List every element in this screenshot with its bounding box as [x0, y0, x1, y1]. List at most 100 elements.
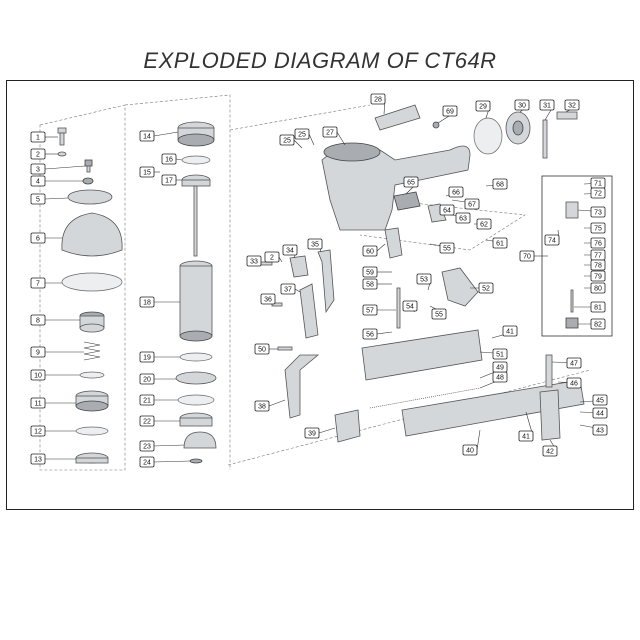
callout-p48[interactable]: 48: [479, 371, 508, 389]
callout-p58[interactable]: 58: [362, 278, 392, 290]
callout-p9[interactable]: 9: [30, 346, 84, 358]
callout-p74[interactable]: 74: [544, 229, 560, 246]
callout-p73[interactable]: 73: [577, 206, 606, 218]
part-1-bolt[interactable]: [57, 127, 67, 146]
callout-p29[interactable]: 29: [475, 100, 491, 119]
callout-p81[interactable]: 81: [574, 301, 606, 313]
part-2-washer[interactable]: [57, 151, 67, 157]
callout-p24[interactable]: 24: [139, 456, 191, 468]
callout-p15[interactable]: 15: [139, 166, 160, 178]
callout-p7[interactable]: 7: [30, 277, 62, 289]
callout-p77[interactable]: 77: [584, 249, 606, 261]
part-37-trigger[interactable]: [299, 283, 319, 339]
callout-p19[interactable]: 19: [139, 351, 180, 363]
part-30-end-cap[interactable]: [505, 111, 531, 145]
part-48-spring[interactable]: [369, 387, 481, 409]
callout-p75[interactable]: 75: [584, 222, 606, 234]
callout-p78[interactable]: 78: [584, 259, 606, 271]
callout-p50[interactable]: 50: [254, 343, 278, 355]
part-6-top-cover[interactable]: [61, 212, 123, 257]
callout-p2[interactable]: 2: [30, 148, 58, 160]
part-60-guide[interactable]: [384, 227, 403, 259]
callout-p72[interactable]: 72: [583, 187, 606, 199]
part-57-rod[interactable]: [396, 287, 401, 329]
part-50-screw[interactable]: [277, 346, 293, 351]
callout-p6[interactable]: 6: [30, 232, 62, 244]
callout-p2b[interactable]: 2: [264, 251, 283, 263]
callout-p42[interactable]: 42: [542, 439, 558, 457]
part-31-clip[interactable]: [542, 119, 548, 159]
part-69-plug[interactable]: [432, 121, 440, 129]
part-4-nut[interactable]: [82, 177, 94, 185]
callout-p67[interactable]: 67: [451, 198, 480, 210]
callout-p13[interactable]: 13: [30, 453, 76, 465]
callout-p34[interactable]: 34: [282, 244, 298, 259]
callout-p11[interactable]: 11: [30, 397, 76, 409]
part-38-safety[interactable]: [284, 354, 320, 419]
callout-p21[interactable]: 21: [139, 394, 178, 406]
part-13-ring[interactable]: [75, 452, 109, 464]
callout-p17[interactable]: 17: [161, 174, 182, 186]
part-7-gasket[interactable]: [61, 272, 123, 292]
callout-p33[interactable]: 33: [246, 255, 262, 267]
callout-p28[interactable]: 28: [370, 93, 386, 115]
part-36-screw[interactable]: [271, 302, 283, 307]
callout-p51[interactable]: 51: [479, 348, 508, 360]
callout-p22[interactable]: 22: [139, 415, 180, 427]
part-22-bumper[interactable]: [179, 412, 213, 427]
callout-p1[interactable]: 1: [30, 131, 58, 143]
part-73-trigger-valve[interactable]: [565, 201, 579, 219]
callout-p66[interactable]: 66: [445, 186, 464, 198]
callout-p56[interactable]: 56: [362, 328, 393, 340]
callout-p39[interactable]: 39: [304, 427, 336, 439]
part-18-cylinder[interactable]: [179, 260, 213, 342]
callout-p54[interactable]: 54: [402, 300, 418, 313]
part-24-washer[interactable]: [189, 458, 203, 464]
part-81-stem[interactable]: [570, 289, 574, 313]
callout-p76[interactable]: 76: [584, 237, 606, 249]
part-40-magazine-base[interactable]: [401, 379, 585, 437]
part-32-air-fitting[interactable]: [556, 111, 578, 120]
callout-p25b[interactable]: 25: [294, 128, 315, 146]
part-35-lever[interactable]: [317, 249, 335, 314]
callout-p5[interactable]: 5: [30, 193, 69, 205]
callout-p14[interactable]: 14: [139, 130, 179, 142]
part-11-piston-head[interactable]: [75, 390, 109, 412]
callout-p45[interactable]: 45: [579, 394, 608, 406]
callout-p20[interactable]: 20: [139, 373, 176, 385]
callout-p18[interactable]: 18: [139, 296, 180, 308]
part-9-spring[interactable]: [83, 341, 101, 361]
callout-p63[interactable]: 63: [445, 212, 471, 224]
callout-p61[interactable]: 61: [485, 237, 508, 249]
callout-p25a[interactable]: 25: [279, 134, 303, 149]
callout-p40[interactable]: 40: [462, 429, 481, 456]
part-5-cap-plate[interactable]: [67, 189, 113, 205]
callout-p41b[interactable]: 41: [518, 411, 534, 442]
callout-p12[interactable]: 12: [30, 425, 76, 437]
part-17-piston[interactable]: [181, 174, 211, 187]
callout-p41a[interactable]: 41: [491, 325, 518, 339]
part-51-magazine-rail[interactable]: [361, 329, 483, 381]
callout-p43[interactable]: 43: [579, 424, 608, 436]
callout-p68[interactable]: 68: [485, 178, 508, 190]
part-16-o-ring[interactable]: [181, 155, 211, 165]
callout-p3[interactable]: 3: [30, 163, 86, 175]
part-47-nozzle-pin[interactable]: [545, 354, 553, 388]
part-39-end-plate[interactable]: [334, 409, 361, 443]
part-20-ring[interactable]: [175, 371, 217, 385]
callout-p69[interactable]: 69: [437, 105, 458, 124]
callout-p80[interactable]: 80: [584, 282, 606, 294]
callout-p27[interactable]: 27: [322, 126, 346, 146]
callout-p53[interactable]: 53: [416, 273, 432, 291]
part-29-o-ring[interactable]: [473, 117, 503, 155]
callout-p79[interactable]: 79: [584, 270, 606, 282]
callout-p60[interactable]: 60: [362, 243, 386, 257]
callout-p62[interactable]: 62: [474, 218, 492, 230]
callout-p38[interactable]: 38: [254, 399, 286, 412]
callout-p49[interactable]: 49: [479, 361, 508, 379]
callout-p32[interactable]: 32: [564, 99, 580, 113]
part-34-latch[interactable]: [289, 255, 309, 278]
callout-p37[interactable]: 37: [280, 283, 301, 295]
callout-p30[interactable]: 30: [514, 99, 530, 113]
callout-p71[interactable]: 71: [583, 177, 606, 189]
